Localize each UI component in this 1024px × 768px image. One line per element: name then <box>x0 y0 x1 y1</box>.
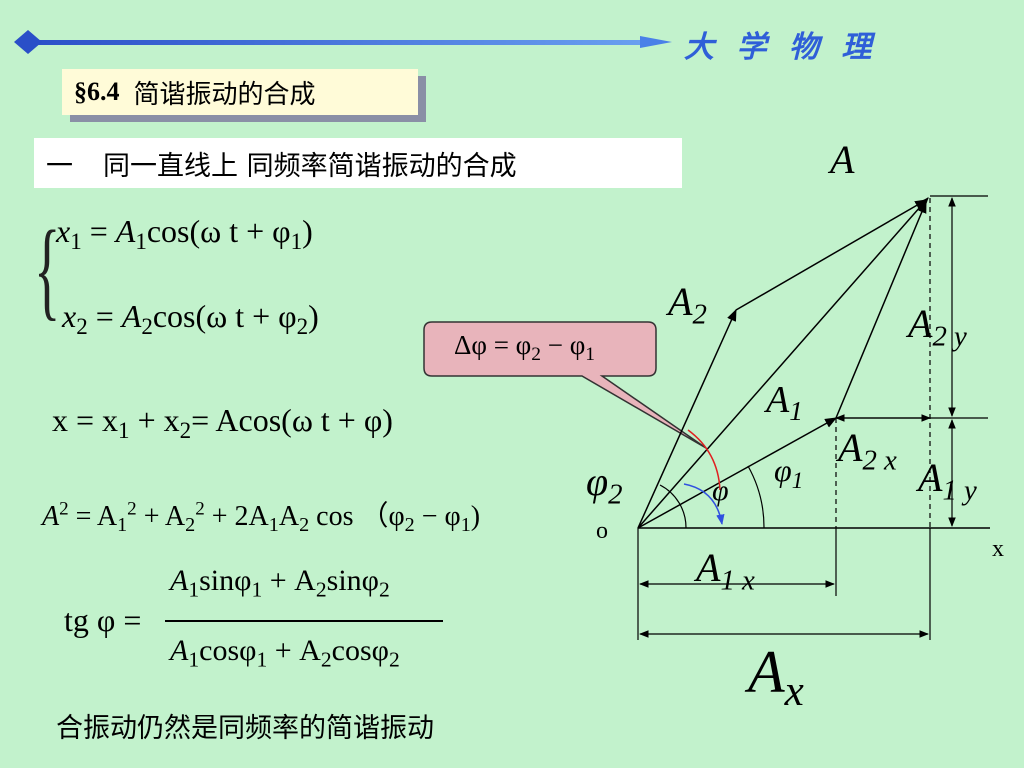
label-A: A <box>830 137 855 182</box>
label-A1: A1 <box>766 379 803 427</box>
label-A1x: A1 x <box>696 545 755 597</box>
equation-tan-denominator: A1cosφ1 + A2cosφ2 <box>170 634 400 672</box>
conclusion-text: 合振动仍然是同频率的简谐振动 <box>56 713 434 744</box>
label-Ax: Ax <box>748 639 804 715</box>
subtitle-text: 同一直线上 同频率简谐振动的合成 <box>103 150 517 182</box>
arrow-head-icon <box>640 36 672 48</box>
label-phi1: φ1 <box>774 452 804 493</box>
diamond-icon <box>14 30 42 54</box>
subtitle-index: 一 <box>46 150 73 182</box>
label-A1y: A1 y <box>918 455 977 507</box>
equation-brace: { <box>34 208 61 330</box>
vector-A2-shifted <box>835 200 927 419</box>
fraction-line <box>165 620 443 622</box>
equation-x2: x2 = A2cos(ω t + φ2) <box>62 298 319 339</box>
vector-A1 <box>637 417 838 529</box>
phase-difference-callout <box>423 321 707 449</box>
equation-tan-lhs: tg φ = <box>64 602 142 638</box>
equation-x1: x1 = A1cos(ω t + φ1) <box>56 213 313 254</box>
phase-difference-formula: Δφ = φ2 − φ1 <box>454 330 596 365</box>
arc-phi2 <box>659 484 687 529</box>
label-phi2: φ2 <box>586 459 623 511</box>
subtitle: 一 同一直线上 同频率简谐振动的合成 <box>34 138 682 188</box>
header-line <box>28 40 648 45</box>
label-A2x: A2 x <box>838 425 897 477</box>
course-title: 大 学 物 理 <box>684 30 878 65</box>
equation-tan-numerator: A1sinφ1 + A2sinφ2 <box>170 564 390 602</box>
section-title: §6.4 简谐振动的合成 <box>62 69 418 115</box>
label-A2y: A2 y <box>908 301 967 353</box>
vector-A1-shifted <box>735 199 928 311</box>
equation-sum: x = x1 + x2= Acos(ω t + φ) <box>52 402 393 443</box>
vector-A <box>637 197 929 529</box>
arc-phi <box>683 483 725 526</box>
arc-phi1 <box>747 465 765 529</box>
header-bar <box>14 30 672 54</box>
section-number: §6.4 <box>74 77 120 106</box>
label-A2: A2 <box>668 279 707 331</box>
arc-phase-diff <box>687 429 721 491</box>
section-name: 简谐振动的合成 <box>133 79 316 110</box>
label-origin: o <box>596 518 608 544</box>
equation-amplitude: A2 = A12 + A22 + 2A1A2 cos （φ2 − φ1) <box>42 498 481 537</box>
label-phi: φ <box>712 474 729 507</box>
vector-A2 <box>637 308 737 529</box>
label-x-axis: x <box>992 536 1004 562</box>
